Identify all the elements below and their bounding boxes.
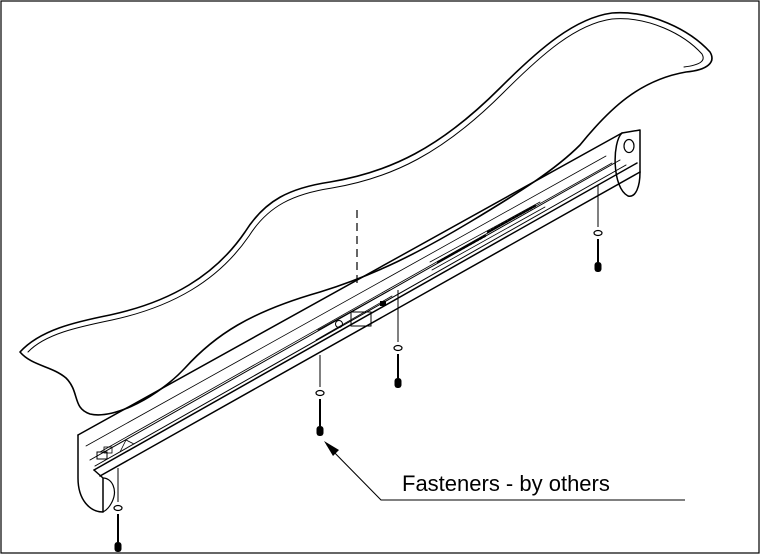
fastener-1 — [113, 468, 123, 552]
fastener-4 — [593, 185, 603, 272]
fastener-3 — [393, 290, 403, 388]
support-rail — [77, 129, 641, 513]
fasteners-callout-label: Fasteners - by others — [402, 471, 610, 496]
callout-leader — [324, 441, 685, 501]
fastener-2 — [315, 355, 325, 436]
work-surface — [19, 11, 713, 416]
